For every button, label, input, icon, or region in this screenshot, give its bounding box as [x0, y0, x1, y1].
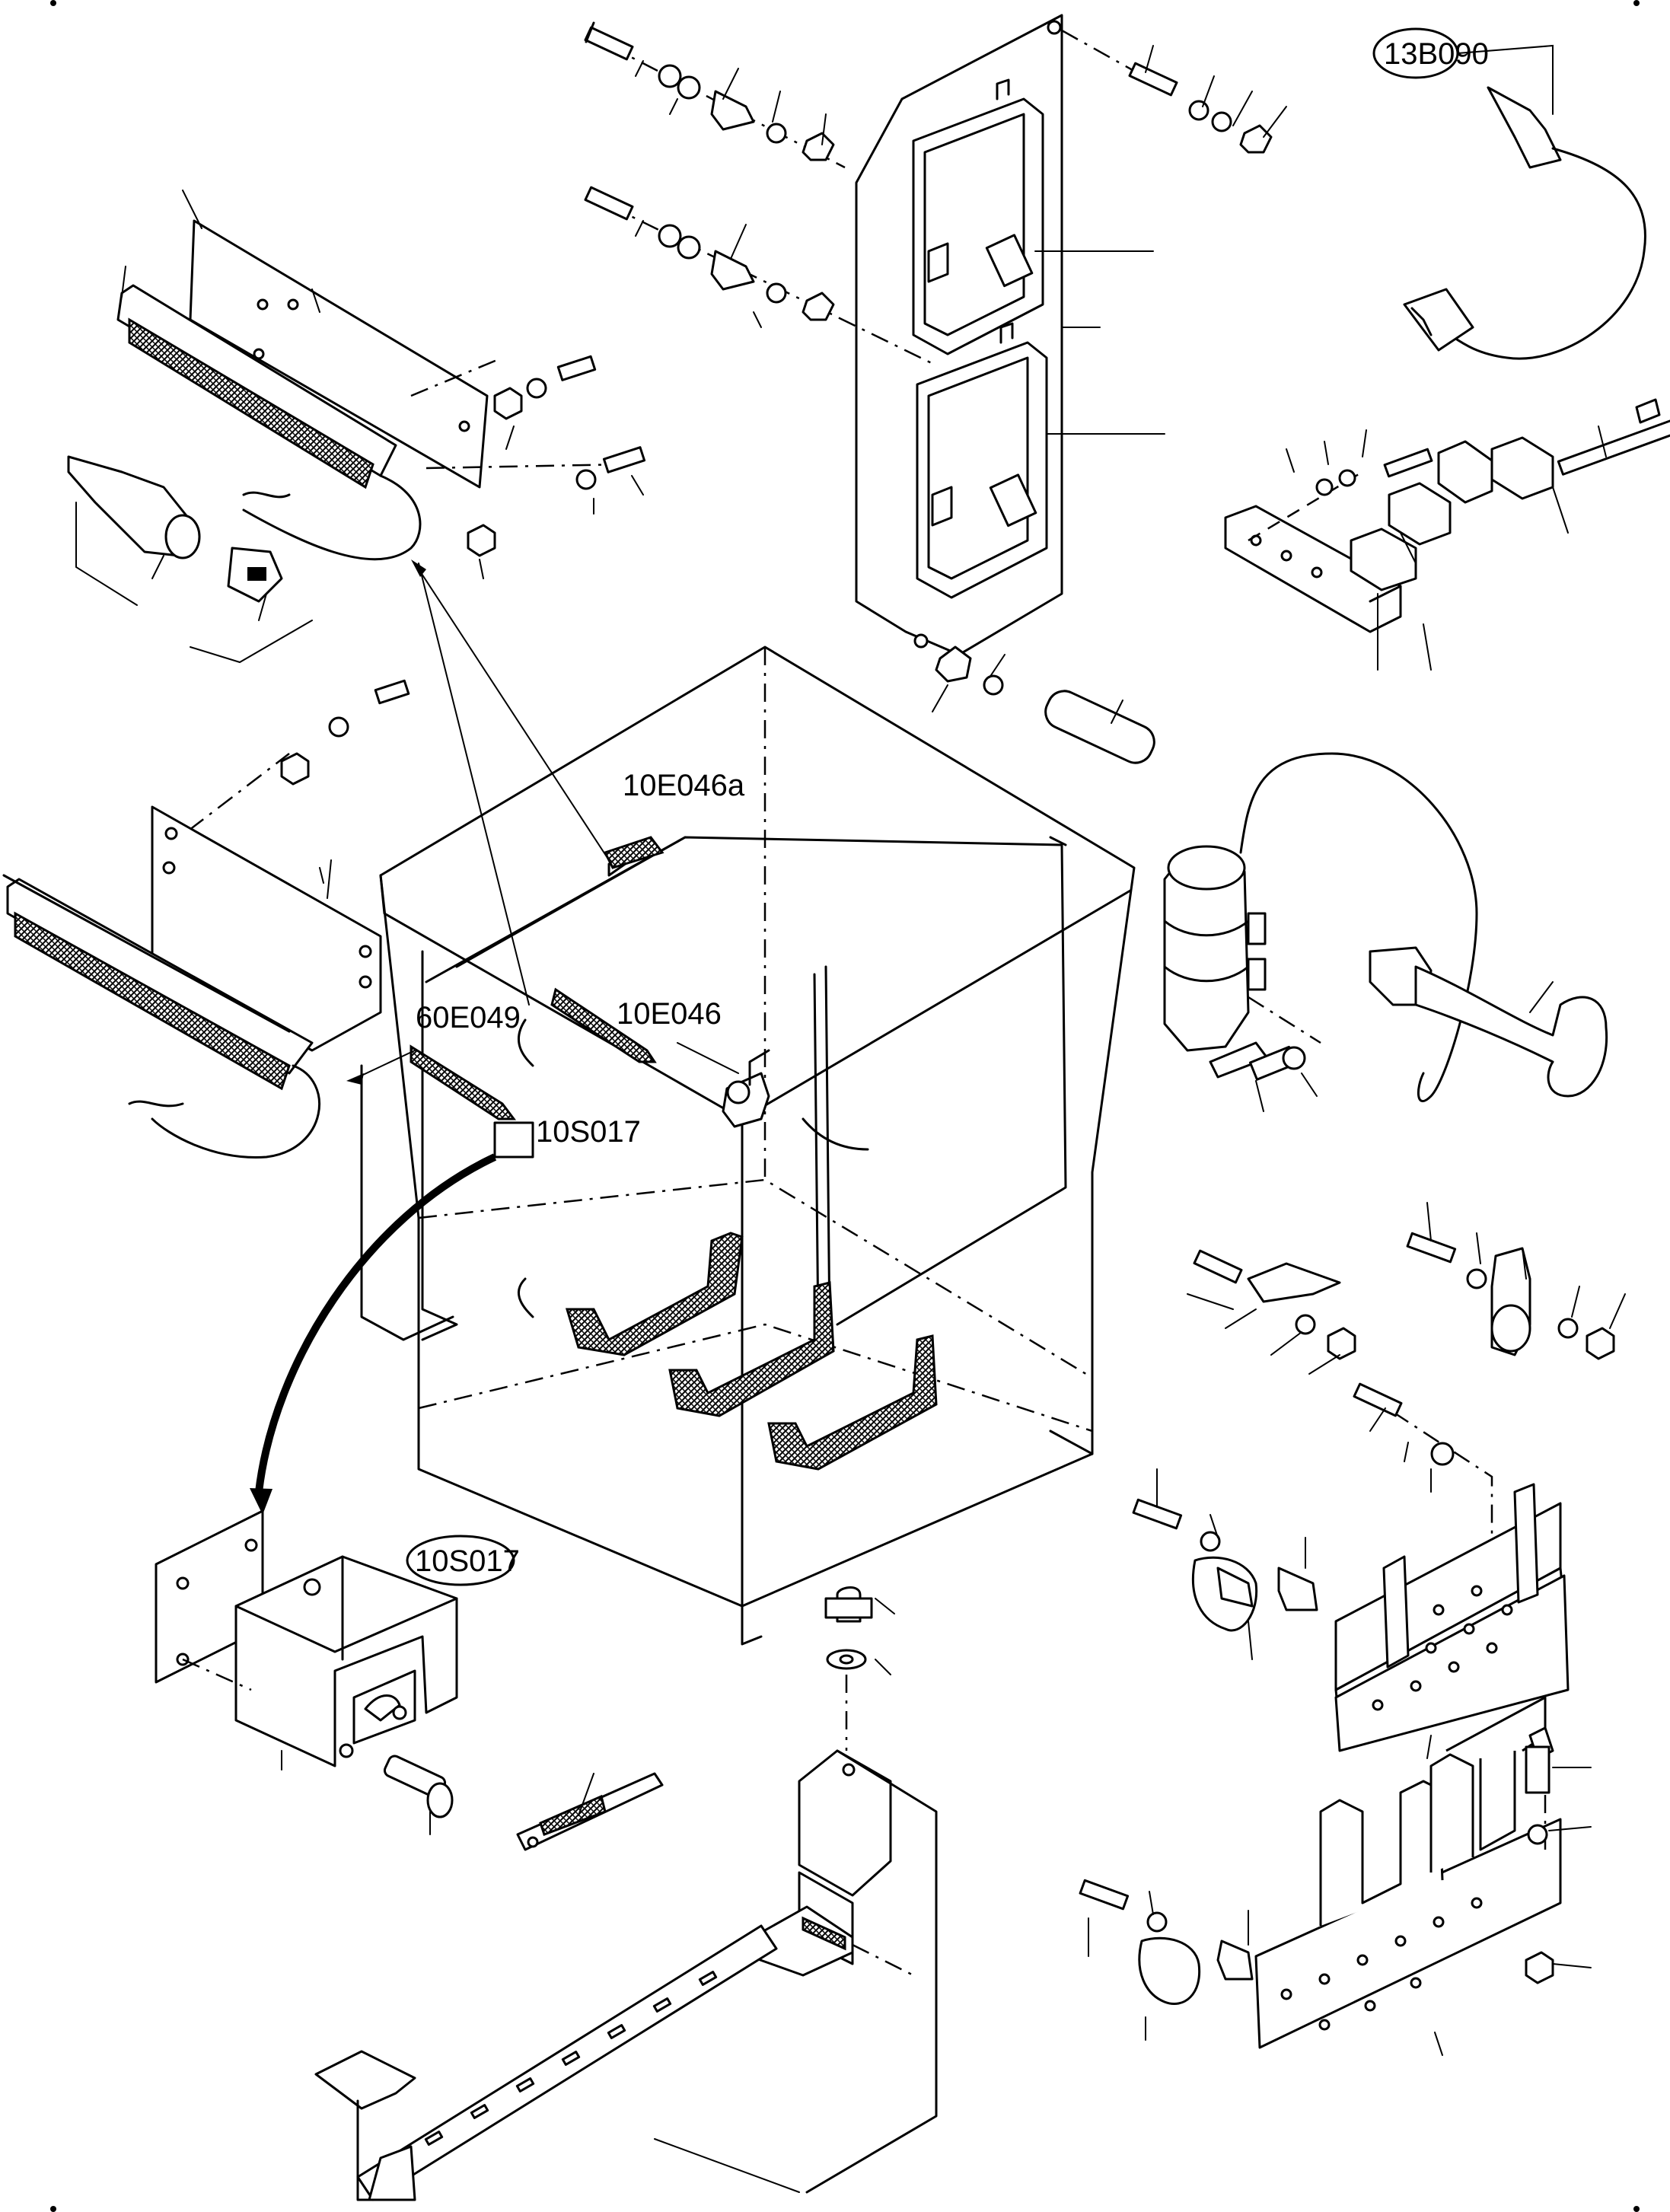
label-10E046: 10E046	[617, 997, 722, 1031]
switch-10S017: 10S017	[155, 1509, 520, 1835]
cabinet-mounting-rails	[565, 1232, 938, 1471]
cabinet-internal-parts	[410, 836, 869, 1318]
panel-fasteners-bottom	[932, 645, 1155, 764]
ecu-module-upper	[912, 78, 1044, 355]
callout-10S017-ellipse	[406, 1535, 515, 1586]
air-horn-assembly	[1163, 752, 1608, 1112]
leader-arrows	[346, 559, 739, 1085]
panel-fasteners-upper	[584, 21, 846, 169]
diagram-labels: 10E046a 10E046 60E049 10S017	[416, 769, 745, 1149]
cable-clamp-p-type	[1406, 1202, 1626, 1360]
frame-slots	[424, 1971, 718, 2146]
control-module-panel	[855, 14, 1165, 656]
plate-holes-upper	[1372, 1585, 1513, 1711]
light-bar-middle-left	[2, 679, 410, 1159]
panel-fasteners-middle	[584, 186, 937, 367]
ecu-module-lower	[916, 322, 1048, 599]
label-13B090: 13B090	[1384, 37, 1489, 71]
clamp-assembly-plate-lower	[1079, 1879, 1254, 2041]
mount-bracket-set-right	[1224, 398, 1670, 671]
corner-marks	[50, 0, 1640, 2212]
label-60E049: 60E049	[416, 1001, 521, 1034]
plate-holes-lower	[1280, 1897, 1483, 2031]
strap-piece	[516, 1772, 664, 1851]
clamp-assembly-plate-upper	[1132, 1468, 1318, 1660]
panel-fasteners-right	[1061, 29, 1287, 154]
sensor-13B090: 13B090	[1372, 27, 1646, 360]
label-10S017-small: 10S017	[536, 1115, 641, 1149]
mounting-plate-upper	[1334, 1382, 1570, 1759]
light-bar-fasteners	[410, 355, 646, 579]
support-frame	[314, 1586, 938, 2201]
label-10E046a: 10E046a	[623, 769, 745, 802]
mounting-plate-lower	[1254, 1696, 1592, 2056]
light-bar-upper-left	[116, 190, 489, 561]
switch-callout-arrow	[250, 1153, 497, 1515]
cable-clamp-small	[1187, 1249, 1356, 1375]
light-bar-connectors	[67, 455, 313, 664]
cabinet-box	[360, 645, 1136, 1646]
label-10S017-callout: 10S017	[415, 1544, 520, 1578]
